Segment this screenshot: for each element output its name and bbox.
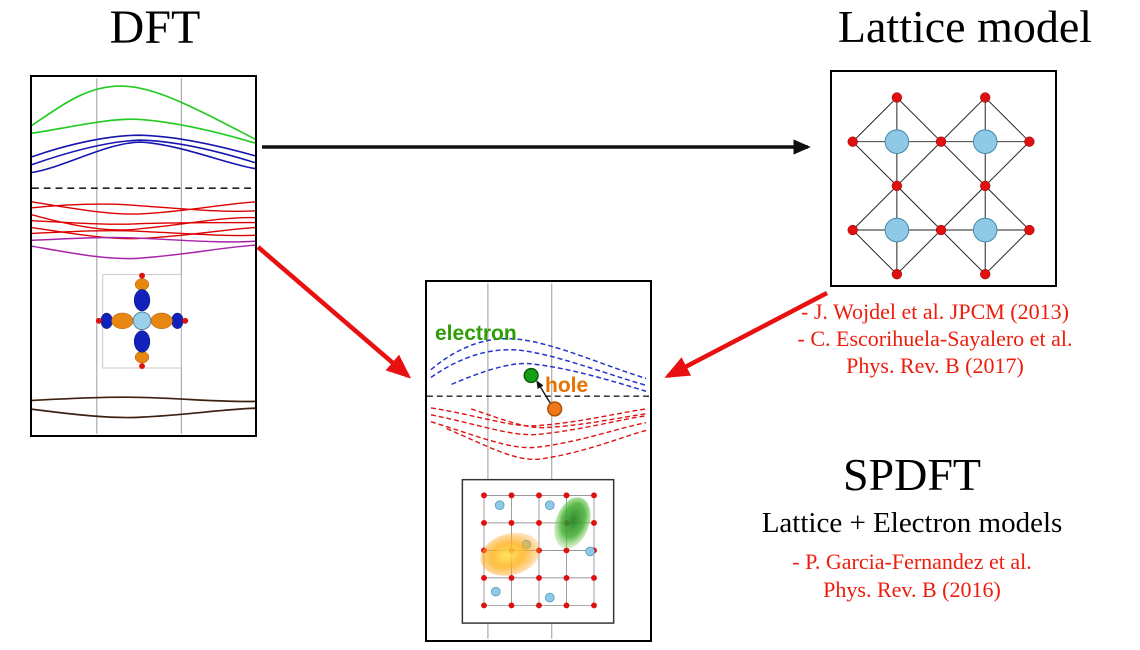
ligand-atom [139, 363, 145, 369]
valence-bands-purple [32, 236, 255, 260]
ligand-atom [182, 317, 189, 324]
dft-band-structure-panel [30, 75, 257, 437]
b-site-atoms [884, 129, 998, 243]
orbital-lobe-blue-right [171, 312, 184, 329]
excitation-panel: electron hole [425, 280, 652, 642]
citation-line: Phys. Rev. B (2016) [823, 576, 1001, 602]
conduction-bands-blue [32, 134, 255, 174]
orbital-lobe-orange-left [111, 312, 134, 329]
orbital-lobe-blue-bottom [133, 330, 151, 353]
lattice-model-panel [830, 70, 1057, 287]
orbital-lobe-orange-bottom [134, 351, 150, 364]
oxygen-atoms [847, 92, 1035, 280]
citation-line: - P. Garcia-Fernandez et al. [792, 548, 1032, 574]
orbital-lobe-blue-left [100, 312, 113, 329]
ligand-atom [95, 317, 102, 324]
conduction-bands-green [32, 85, 255, 144]
citation-line: Phys. Rev. B (2017) [846, 353, 1024, 378]
spdft-subtitle: Lattice + Electron models [761, 506, 1063, 539]
hole-density-blob [480, 532, 541, 576]
polaron-lattice-inset [461, 478, 615, 624]
arrow-dft-to-spdft [256, 245, 412, 379]
orbital-inset [95, 272, 189, 369]
electron-density-blob [554, 497, 591, 549]
excitation-band-plot [427, 283, 650, 639]
spdft-block: SPDFT Lattice + Electron models - P. Gar… [712, 449, 1112, 604]
electron-dot [523, 367, 539, 384]
dft-title: DFT [109, 1, 201, 54]
citation-line: - J. Wojdel et al. JPCM (2013) [801, 299, 1069, 324]
orbital-lobe-blue-top [133, 289, 151, 312]
orbital-lobe-orange-top [134, 278, 150, 291]
orbital-center-atom [132, 311, 152, 331]
electron-label: electron [435, 322, 517, 345]
citation-line: - C. Escorihuela-Sayalero et al. [797, 326, 1073, 351]
ligand-atom [139, 272, 145, 279]
hole-to-electron-arrow [536, 380, 552, 405]
orbital-lobe-orange-right [150, 312, 173, 329]
valence-bands-dashed-red [430, 407, 647, 461]
hole-dot [547, 401, 563, 417]
hole-label: hole [545, 374, 589, 397]
lattice-diagram [847, 92, 1035, 280]
spdft-title: SPDFT [842, 449, 982, 500]
valence-bands-red [32, 201, 255, 240]
octahedra-bonds [852, 96, 1031, 275]
deep-bands-brown [32, 396, 255, 419]
dft-band-structure-plot [32, 78, 255, 434]
conduction-bands-dashed-blue [430, 337, 647, 392]
lattice-model-title: Lattice model [837, 1, 1093, 52]
spdft-citations: - P. Garcia-Fernandez et al. Phys. Rev. … [712, 548, 1112, 604]
lattice-model-citations: - J. Wojdel et al. JPCM (2013) - C. Esco… [752, 298, 1118, 379]
